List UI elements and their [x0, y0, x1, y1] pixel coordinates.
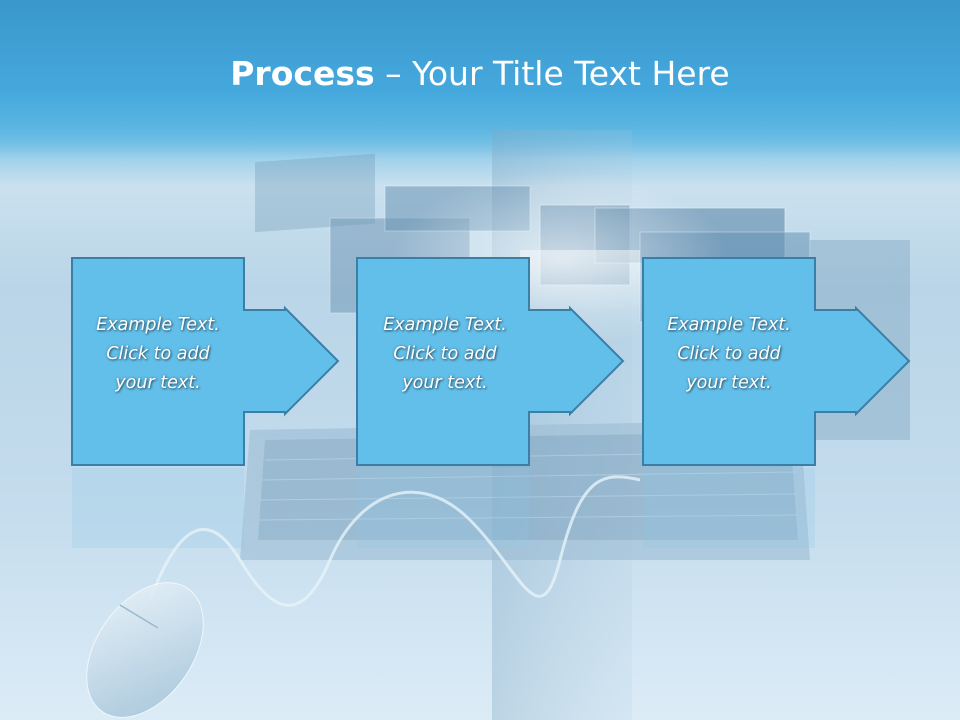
title-bold-text: Process	[230, 54, 375, 93]
mouse-cable	[148, 475, 641, 607]
step-2-line-3: your text.	[402, 373, 488, 393]
step-3-line-2: Click to add	[677, 344, 781, 364]
step-1-line-2: Click to add	[106, 344, 210, 364]
title-band	[0, 0, 960, 130]
step-2-line-2: Click to add	[393, 344, 497, 364]
title-band-fade	[0, 126, 960, 186]
title-rest-text: – Your Title Text Here	[374, 54, 730, 93]
step-1-line-3: your text.	[115, 373, 201, 393]
process-step-3-shape[interactable]	[642, 257, 911, 466]
box-reflections	[72, 468, 815, 548]
step-2-line-1: Example Text.	[383, 315, 507, 335]
step-3-line-1: Example Text.	[667, 315, 791, 335]
process-step-2-text[interactable]: Example Text. Click to add your text.	[359, 311, 531, 398]
process-step-1-shape[interactable]	[71, 257, 340, 466]
slide-title[interactable]: Process – Your Title Text Here	[0, 52, 960, 96]
step-3-line-3: your text.	[686, 373, 772, 393]
process-step-1-text[interactable]: Example Text. Click to add your text.	[72, 311, 244, 398]
process-step-2-shape[interactable]	[356, 257, 625, 466]
mouse	[86, 582, 204, 718]
step-1-line-1: Example Text.	[96, 315, 220, 335]
process-step-3-text[interactable]: Example Text. Click to add your text.	[643, 311, 815, 398]
